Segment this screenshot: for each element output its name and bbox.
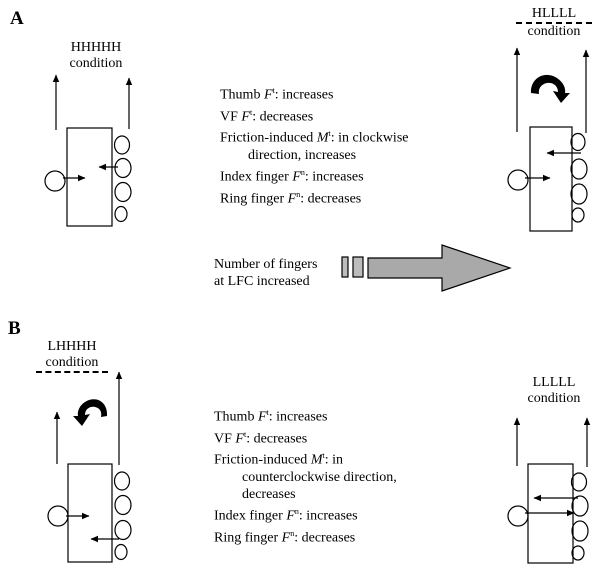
- effect-line: Friction-induced Mt: in: [214, 451, 343, 468]
- force-symbol: F: [281, 530, 291, 546]
- panel-a-letter: A: [10, 8, 24, 29]
- counterclockwise-moment-icon: [73, 399, 108, 426]
- hhhhh-handle: [44, 74, 133, 227]
- effect-line: Ring finger Fn: decreases: [220, 189, 362, 207]
- force-symbol: M: [316, 130, 329, 146]
- effect-line: Friction-induced Mt: in clockwise: [220, 129, 409, 146]
- hlllll-handle: [507, 47, 590, 232]
- effect-line-continuation: counterclockwise direction,: [242, 469, 397, 485]
- force-symbol: F: [241, 109, 250, 125]
- force-superscript: t: [328, 129, 331, 139]
- effect-line-continuation: direction, increases: [248, 147, 357, 163]
- panel-a-right-condition: HLLLL condition: [516, 6, 592, 40]
- lllll-handle: [507, 417, 591, 564]
- force-superscript: n: [296, 189, 301, 199]
- force-symbol: F: [263, 87, 273, 103]
- force-superscript: n: [290, 528, 295, 538]
- force-symbol: F: [257, 409, 267, 425]
- progression-arrow: [341, 244, 512, 292]
- panel-b-letter: B: [8, 318, 21, 339]
- force-superscript: t: [243, 429, 247, 439]
- effect-line: Thumb Ft: increases: [214, 408, 328, 425]
- progression-label: Number of fingers at LFC increased: [214, 257, 318, 289]
- panel-b-right-condition: LLLLL condition: [527, 375, 581, 406]
- effect-line: VF Ft: decreases: [220, 107, 314, 125]
- force-superscript: t: [322, 451, 325, 461]
- force-superscript: n: [300, 167, 305, 177]
- effect-line: VF Ft: decreases: [214, 429, 308, 447]
- panel-a-left-condition: HHHHH condition: [69, 40, 123, 71]
- force-superscript: t: [272, 86, 275, 95]
- force-symbol: F: [286, 508, 295, 524]
- force-symbol: M: [310, 452, 323, 468]
- force-superscript: t: [266, 408, 269, 417]
- force-symbol: F: [292, 169, 301, 185]
- lhhhh-handle: [47, 371, 132, 563]
- clockwise-moment-icon: [530, 74, 570, 103]
- effect-line: Index finger Fn: increases: [220, 167, 364, 185]
- force-symbol: F: [235, 431, 244, 447]
- effect-line-continuation: decreases: [242, 486, 296, 502]
- thumb-circle: [44, 170, 66, 192]
- force-symbol: F: [287, 191, 297, 207]
- effect-line: Index finger Fn: increases: [214, 506, 358, 524]
- effect-line: Ring finger Fn: decreases: [214, 528, 356, 546]
- effect-line: Thumb Ft: increases: [220, 86, 334, 103]
- panel-b-left-condition: LHHHH condition: [36, 339, 108, 373]
- force-superscript: t: [249, 107, 253, 117]
- force-superscript: n: [294, 506, 299, 516]
